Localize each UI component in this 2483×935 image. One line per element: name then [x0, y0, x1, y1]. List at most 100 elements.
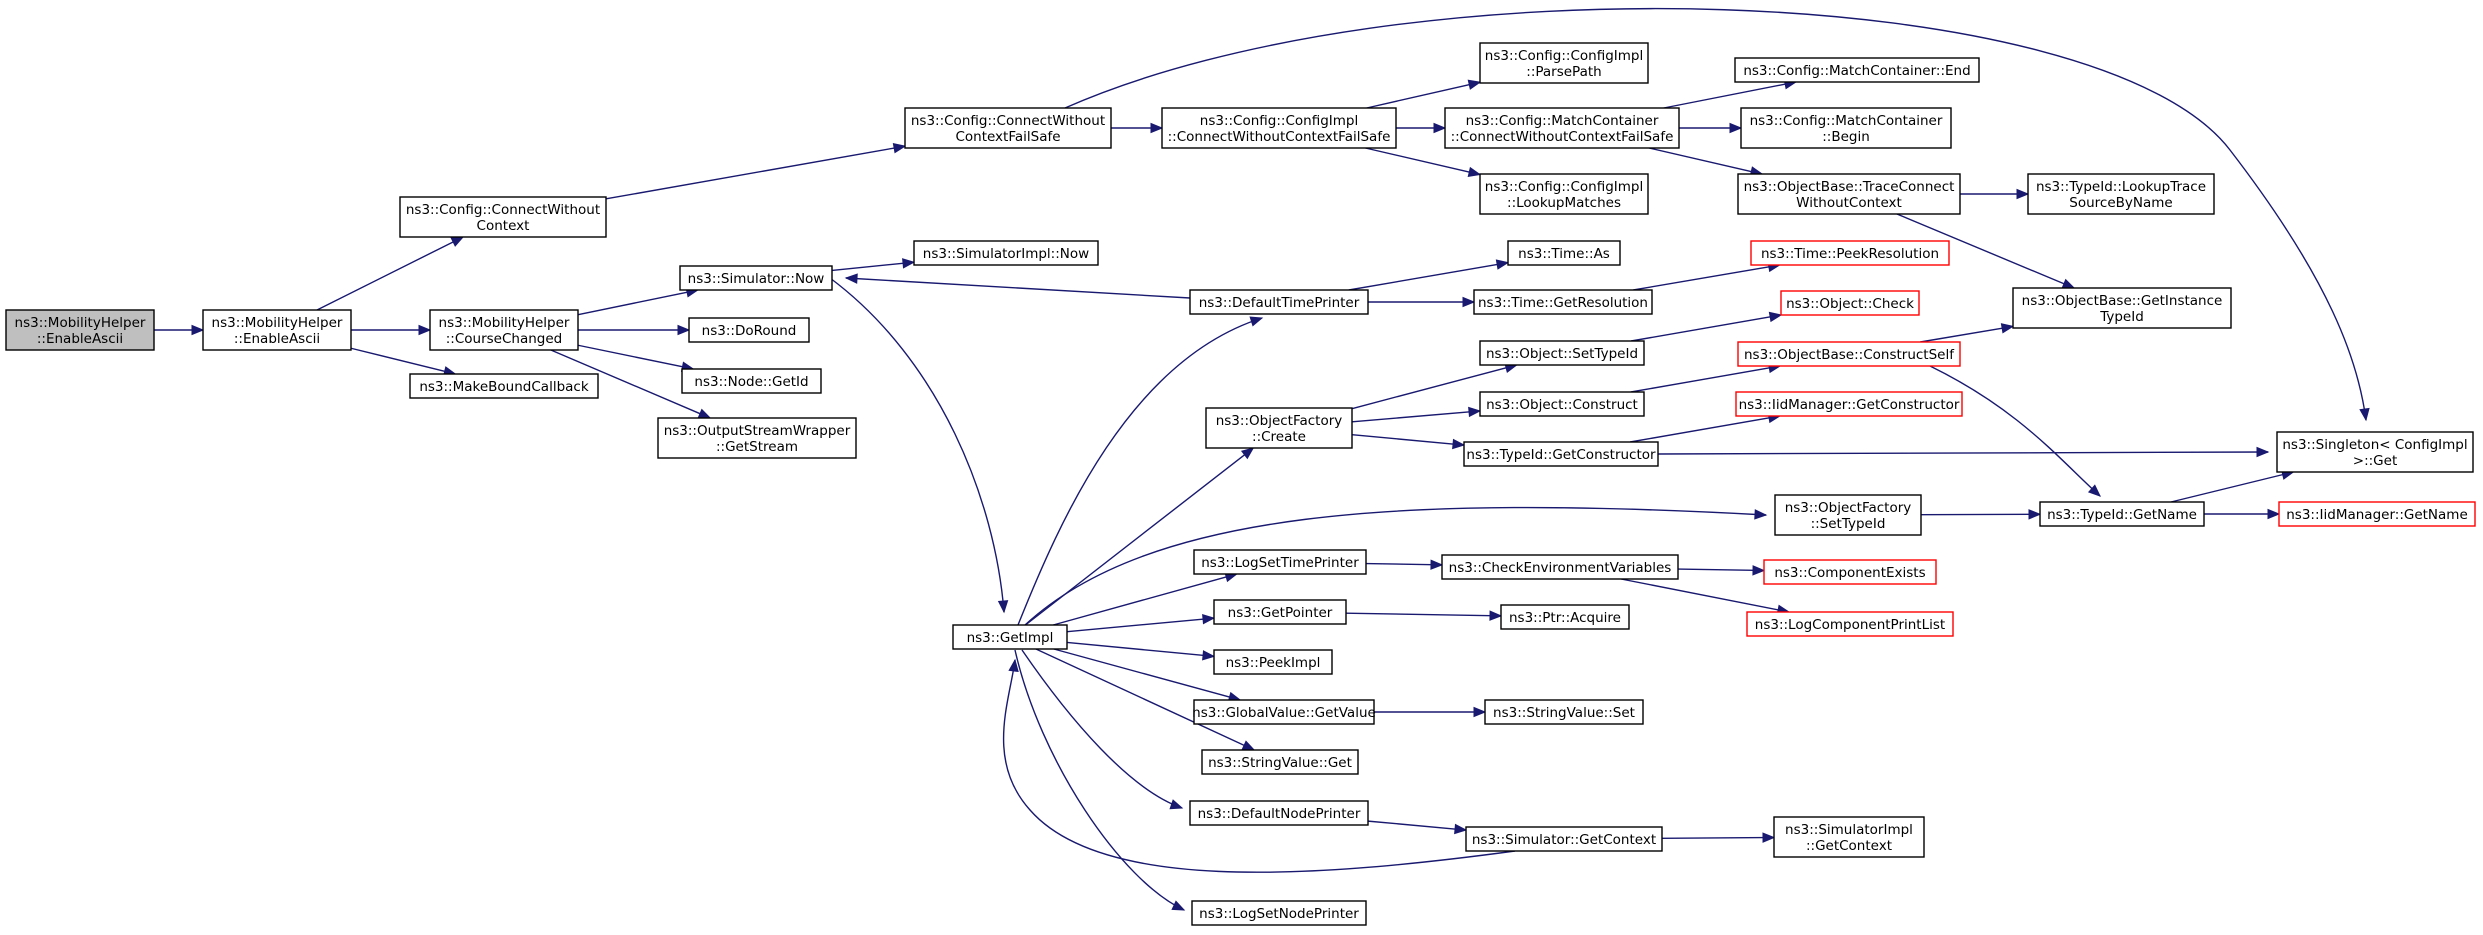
function-node-stringvalue-get[interactable]: ns3::StringValue::Get — [1201, 749, 1359, 775]
node-box — [1479, 173, 1649, 215]
function-node-check-env[interactable]: ns3::CheckEnvironmentVariables — [1441, 554, 1679, 580]
function-node-objfactory-settypeid[interactable]: ns3::ObjectFactory::SetTypeId — [1774, 494, 1922, 536]
node-label-line: ns3::GetImpl — [967, 630, 1054, 646]
function-node-mh-enable[interactable]: ns3::MobilityHelper::EnableAscii — [202, 309, 352, 351]
function-node-simimpl-getcontext[interactable]: ns3::SimulatorImpl::GetContext — [1773, 816, 1925, 858]
node-label-line: ns3::LogComponentPrintList — [1755, 617, 1945, 633]
edge-line — [1066, 618, 1205, 633]
function-node-obj-construct[interactable]: ns3::Object::Construct — [1479, 391, 1645, 417]
node-label-line: >::Get — [2353, 453, 2397, 469]
call-edge-get_impl-to-get_pointer — [1066, 613, 1216, 633]
function-node-obj-check[interactable]: ns3::Object::Check — [1780, 290, 1920, 316]
call-edge-sim_getcontext-to-simimpl_getcontext — [1661, 832, 1776, 843]
function-node-typeid-getctor[interactable]: ns3::TypeId::GetConstructor — [1463, 441, 1659, 467]
node-box — [913, 240, 1099, 266]
node-label-line: ns3::Node::GetId — [694, 374, 808, 390]
edge-arrowhead — [191, 324, 205, 336]
function-node-osw-getstream[interactable]: ns3::OutputStreamWrapper::GetStream — [657, 417, 857, 459]
node-box — [1737, 173, 1961, 215]
function-node-mc-begin[interactable]: ns3::Config::MatchContainer::Begin — [1740, 107, 1952, 149]
edge-line — [1064, 7, 2367, 421]
edge-arrowhead — [1489, 610, 1503, 621]
function-node-get-impl[interactable]: ns3::GetImpl — [952, 624, 1068, 650]
function-node-cfgimpl-connect[interactable]: ns3::Config::ConfigImpl::ConnectWithoutC… — [1161, 107, 1397, 149]
edge-line — [1648, 147, 1753, 173]
function-node-mc-connect[interactable]: ns3::Config::MatchContainer::ConnectWith… — [1444, 107, 1680, 149]
edge-arrowhead — [1467, 166, 1482, 178]
node-label-line: ns3::Config::ConfigImpl — [1485, 48, 1643, 64]
function-node-get-pointer[interactable]: ns3::GetPointer — [1213, 599, 1347, 625]
function-node-do-round[interactable]: ns3::DoRound — [688, 317, 810, 343]
node-box — [904, 107, 1112, 149]
node-box — [1193, 699, 1375, 725]
node-label-line: ns3::Time::As — [1518, 246, 1610, 262]
node-label-line: ::EnableAscii — [234, 331, 320, 347]
function-node-iid-getname[interactable]: ns3::IidManager::GetName — [2278, 501, 2476, 527]
function-node-stringvalue-set[interactable]: ns3::StringValue::Set — [1484, 699, 1644, 725]
node-label-line: TypeId — [2099, 309, 2144, 325]
edge-line — [1351, 434, 1455, 445]
node-label-line: ::ConnectWithoutContextFailSafe — [1168, 129, 1391, 145]
function-node-time-getres[interactable]: ns3::Time::GetResolution — [1473, 289, 1653, 315]
function-node-log-set-node-printer[interactable]: ns3::LogSetNodePrinter — [1191, 900, 1367, 926]
edge-arrowhead — [844, 273, 858, 284]
function-node-cfgimpl-lookup[interactable]: ns3::Config::ConfigImpl::LookupMatches — [1479, 173, 1649, 215]
edge-arrowhead — [1495, 259, 1510, 270]
function-node-singleton-get[interactable]: ns3::Singleton< ConfigImpl>::Get — [2276, 431, 2474, 473]
function-node-make-bound[interactable]: ns3::MakeBoundCallback — [409, 373, 599, 399]
function-node-typeid-getname[interactable]: ns3::TypeId::GetName — [2039, 501, 2205, 527]
function-node-node-getid[interactable]: ns3::Node::GetId — [681, 368, 822, 394]
call-edge-sim_now-to-simimpl_now — [831, 258, 916, 272]
node-label-line: ns3::DoRound — [702, 323, 797, 339]
function-node-time-as[interactable]: ns3::Time::As — [1507, 240, 1621, 266]
node-box — [1740, 107, 1952, 149]
node-label-line: ns3::TypeId::LookupTrace — [2036, 179, 2206, 195]
function-node-gv-getvalue[interactable]: ns3::GlobalValue::GetValue — [1192, 699, 1376, 725]
function-node-log-set-time-printer[interactable]: ns3::LogSetTimePrinter — [1193, 549, 1367, 575]
node-box — [1479, 391, 1645, 417]
function-node-time-peekres[interactable]: ns3::Time::PeekResolution — [1750, 240, 1950, 266]
edge-line — [1017, 317, 1263, 626]
function-node-default-time-printer[interactable]: ns3::DefaultTimePrinter — [1189, 289, 1369, 315]
node-box — [1189, 800, 1369, 826]
function-node-cfg-connect-wo[interactable]: ns3::Config::ConnectWithoutContext — [399, 196, 607, 238]
function-node-peek-impl[interactable]: ns3::PeekImpl — [1213, 649, 1333, 675]
function-node-ptr-acquire[interactable]: ns3::Ptr::Acquire — [1500, 604, 1630, 630]
call-edge-cfgimpl_connect-to-mc_connect — [1396, 122, 1447, 134]
edge-line — [1014, 649, 1185, 911]
function-node-ob-constructself[interactable]: ns3::ObjectBase::ConstructSelf — [1737, 341, 1961, 367]
node-box — [1463, 441, 1659, 467]
function-node-mc-end[interactable]: ns3::Config::MatchContainer::End — [1734, 57, 1980, 83]
node-box — [409, 373, 599, 399]
function-node-iid-getctor[interactable]: ns3::IidManager::GetConstructor — [1735, 391, 1963, 417]
node-label-line: ns3::MobilityHelper — [439, 315, 570, 331]
call-edge-mc_connect-to-mc_end — [1663, 79, 1798, 109]
function-node-objfactory-create[interactable]: ns3::ObjectFactory::Create — [1205, 407, 1353, 449]
edge-line — [1351, 366, 1508, 410]
call-edge-cfgimpl_connect-to-cfgimpl_lookup — [1365, 147, 1482, 178]
edge-line — [1345, 612, 1492, 617]
edge-line — [1002, 659, 1516, 873]
function-node-default-node-printer[interactable]: ns3::DefaultNodePrinter — [1189, 800, 1369, 826]
function-node-root[interactable]: ns3::MobilityHelper::EnableAscii — [5, 309, 155, 351]
call-edge-sim_now-to-get_impl — [829, 277, 1009, 614]
function-node-cfgimpl-parsepath[interactable]: ns3::Config::ConfigImpl::ParsePath — [1479, 42, 1649, 84]
edge-line — [1367, 820, 1457, 830]
function-node-ob-traceconnect[interactable]: ns3::ObjectBase::TraceConnectWithoutCont… — [1737, 173, 1961, 215]
function-node-component-exists[interactable]: ns3::ComponentExists — [1763, 559, 1937, 585]
function-node-obj-settypeid[interactable]: ns3::Object::SetTypeId — [1479, 340, 1645, 366]
function-node-mh-course[interactable]: ns3::MobilityHelper::CourseChanged — [429, 309, 579, 351]
function-node-sim-now[interactable]: ns3::Simulator::Now — [679, 265, 833, 291]
edge-line — [350, 347, 446, 373]
function-node-log-component-print[interactable]: ns3::LogComponentPrintList — [1746, 611, 1954, 637]
node-box — [1780, 290, 1920, 316]
function-node-sim-getcontext[interactable]: ns3::Simulator::GetContext — [1465, 826, 1663, 852]
function-node-simimpl-now[interactable]: ns3::SimulatorImpl::Now — [913, 240, 1099, 266]
node-label-line: ns3::Singleton< ConfigImpl — [2282, 437, 2467, 453]
edge-arrowhead — [1169, 799, 1184, 810]
function-node-cfg-connect-wo-fs[interactable]: ns3::Config::ConnectWithoutContextFailSa… — [904, 107, 1112, 149]
edge-arrowhead — [1454, 823, 1468, 835]
